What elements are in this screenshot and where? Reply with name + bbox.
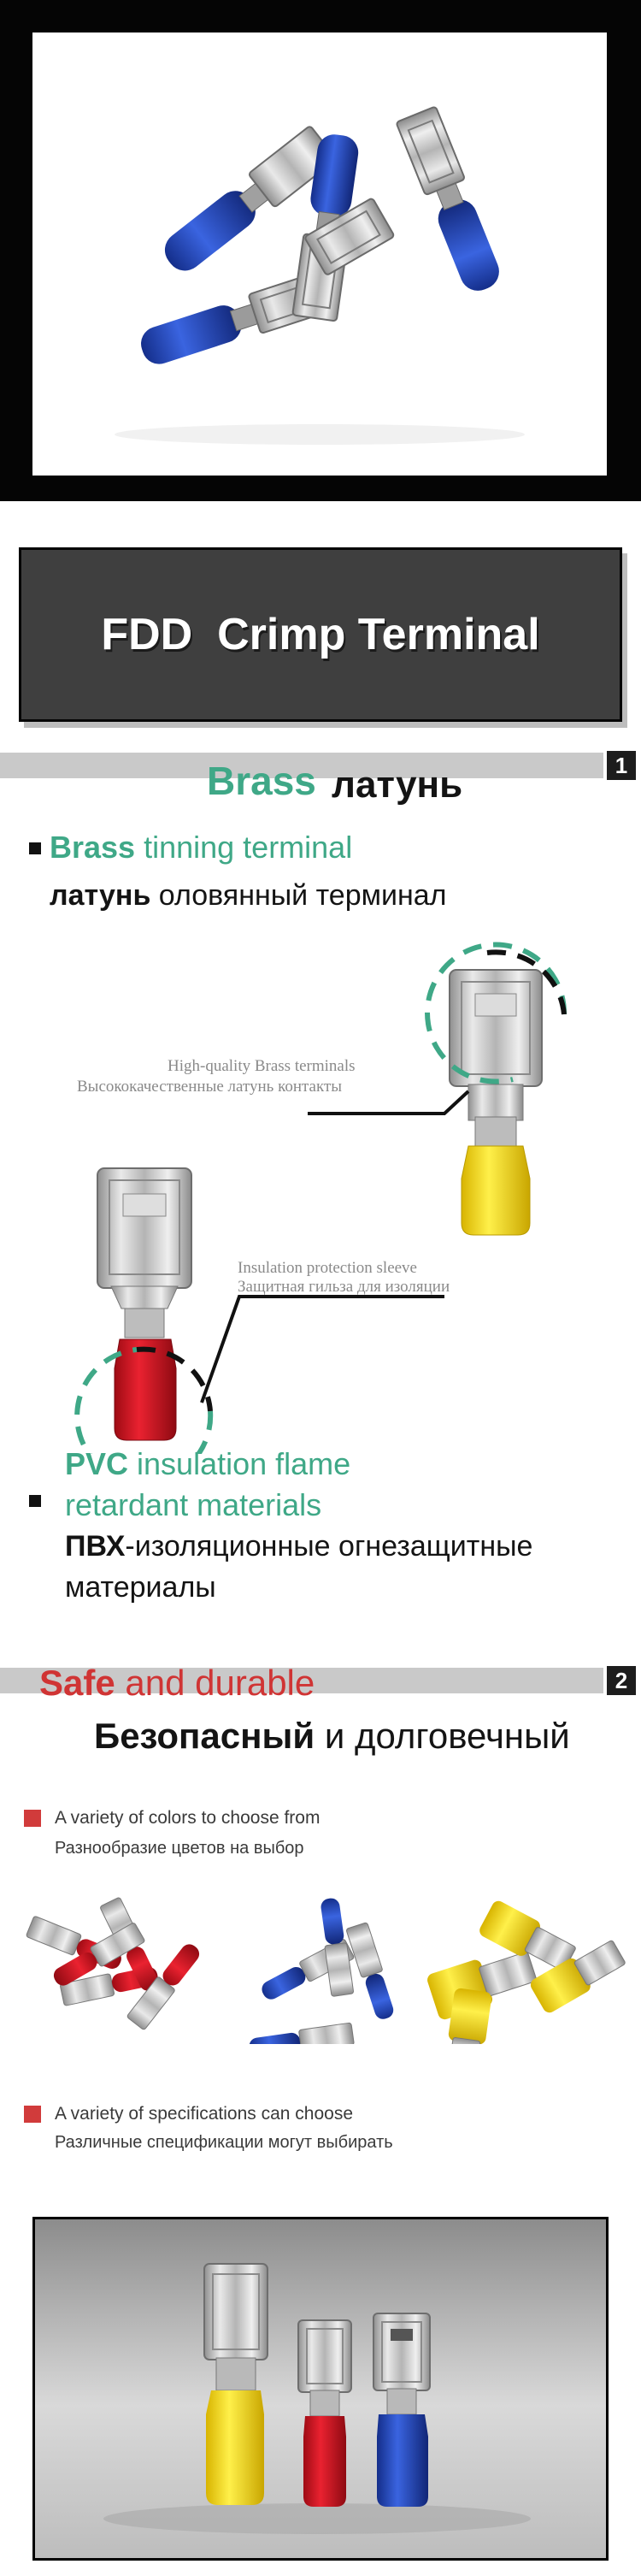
red-bullet-square	[24, 2106, 41, 2123]
feature-pvc-ru-rest: -изоляционные огнезащитные материалы	[65, 1530, 533, 1604]
hero-terminals-image	[32, 32, 607, 476]
section-2-title-en: Safe and durable	[39, 1663, 315, 1704]
specifications-photo	[32, 2217, 609, 2561]
feature-pvc-highlight: PVC	[65, 1446, 129, 1481]
section-2-title-highlight: Safe	[39, 1663, 115, 1703]
hero-frame	[0, 0, 641, 501]
size-comparison-image	[35, 2219, 606, 2558]
feature-brass-ru-rest: оловянный терминал	[150, 879, 447, 912]
red-bullet-square	[24, 1810, 41, 1827]
section-1-title-en: Brass	[207, 759, 316, 803]
feature-brass-rest: tinning terminal	[135, 830, 353, 865]
callout-brass-en: High-quality Brass terminals	[168, 1057, 356, 1075]
specs-point-ru: Различные спецификации могут выбирать	[55, 2133, 393, 2152]
section-1-title-ru: латунь	[332, 764, 463, 806]
section-2-bar	[0, 1668, 603, 1693]
feature-brass-ru: латунь оловянный терминал	[50, 879, 447, 913]
hero-photo	[32, 32, 607, 476]
section-1-number: 1	[607, 751, 636, 780]
feature-brass-highlight: Brass	[50, 830, 136, 865]
callout-brass-ru: Высококачественные латунь контакты	[77, 1078, 343, 1096]
feature-pvc-en: PVC insulation flame retardant materials	[65, 1444, 390, 1526]
bullet-square	[29, 1495, 41, 1507]
feature-brass-ru-highlight: латунь	[50, 879, 151, 912]
section-2-title-ru: Безопасный и долговечный	[94, 1716, 570, 1757]
section-2-title-ru-highlight: Безопасный	[94, 1716, 315, 1756]
specs-point-en: A variety of specifications can choose	[55, 2104, 354, 2124]
banner-title: FDD Crimp Terminal	[101, 610, 540, 659]
section-2-number: 2	[607, 1666, 636, 1695]
color-variants-image	[26, 1897, 626, 2044]
section-2-title-ru-rest: и долговечный	[315, 1716, 570, 1756]
feature-pvc-ru-highlight: ПВХ	[65, 1530, 126, 1563]
colors-point-en: A variety of colors to choose from	[55, 1808, 320, 1828]
terminal-diagram	[74, 942, 567, 1454]
colors-point-ru: Разнообразие цветов на выбор	[55, 1839, 304, 1858]
section-1-bar	[0, 753, 603, 778]
section-2-title-rest: and durable	[115, 1663, 315, 1703]
callout-sleeve-ru: Защитная гильза для изоляции	[238, 1278, 450, 1296]
callout-sleeve-en: Insulation protection sleeve	[238, 1259, 417, 1277]
feature-pvc-rest: insulation flame retardant materials	[65, 1446, 351, 1522]
red-terminal-illustration	[97, 1167, 192, 1441]
yellow-terminal-illustration	[449, 969, 543, 1236]
bullet-square	[29, 842, 41, 854]
feature-pvc-ru: ПВХ-изоляционные огнезащитные материалы	[65, 1526, 544, 1608]
feature-brass-en: Brass tinning terminal	[50, 830, 352, 866]
product-title-banner: FDD Crimp Terminal	[19, 547, 622, 722]
